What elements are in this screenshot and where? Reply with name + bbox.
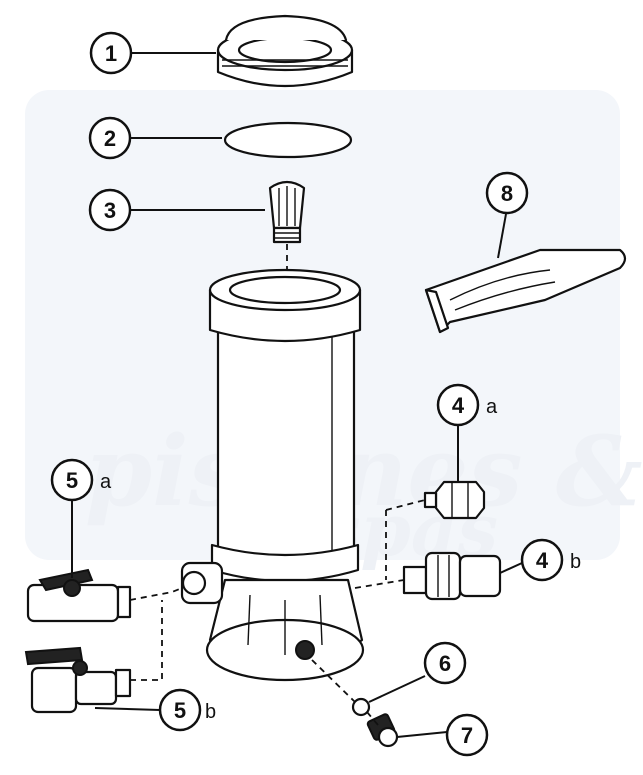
callout-3: 3 (88, 188, 132, 232)
svg-text:6: 6 (439, 651, 451, 676)
svg-text:a: a (100, 471, 112, 493)
union-fitting-icon (402, 551, 502, 601)
callout-5b: 5 b (158, 688, 216, 732)
strainer-icon (268, 180, 306, 244)
elbow-fitting-icon (423, 480, 486, 520)
o-ring-icon (223, 121, 353, 159)
assembly-lines (129, 499, 426, 726)
svg-text:5: 5 (174, 698, 186, 723)
wrench-icon (424, 248, 627, 334)
drain-plug-icon (366, 713, 399, 748)
ball-valve-union-icon (24, 646, 132, 714)
callout-7: 7 (445, 713, 489, 757)
svg-text:b: b (205, 701, 216, 723)
body-tube-icon (180, 268, 365, 682)
callout-4a: 4 a (436, 383, 498, 427)
watermark-line1: piscines & (85, 415, 643, 528)
svg-text:a: a (486, 396, 498, 418)
callout-2: 2 (88, 116, 132, 160)
svg-text:4: 4 (452, 393, 465, 418)
callout-5a: 5 a (50, 458, 112, 502)
callout-8: 8 (485, 171, 529, 215)
callout-6: 6 (423, 641, 467, 685)
ball-valve-icon (26, 568, 132, 623)
callout-4b: 4 b (520, 538, 581, 582)
washer-icon (351, 697, 371, 717)
svg-text:4: 4 (536, 548, 549, 573)
svg-text:7: 7 (461, 723, 473, 748)
svg-text:2: 2 (104, 126, 116, 151)
lid-icon (216, 14, 354, 88)
svg-text:5: 5 (66, 468, 78, 493)
svg-text:8: 8 (501, 181, 513, 206)
svg-text:b: b (570, 551, 581, 573)
callout-1: 1 (89, 31, 133, 75)
svg-text:1: 1 (105, 41, 117, 66)
leader-lines (71, 52, 523, 738)
svg-text:3: 3 (104, 198, 116, 223)
